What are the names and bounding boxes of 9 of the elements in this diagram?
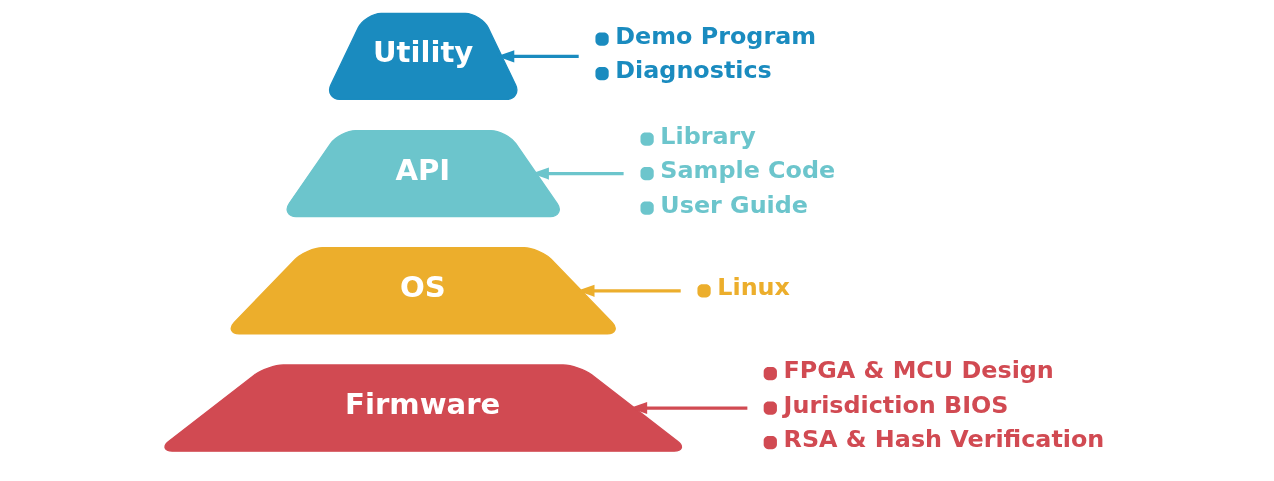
- node-label: Demo Program: [614, 21, 816, 50]
- node-label: Diagnostics: [614, 56, 772, 85]
- node-label: RSA & Hash Verification: [783, 425, 1104, 454]
- node-label: Sample Code: [659, 156, 835, 185]
- node-label: FPGA & MCU Design: [783, 356, 1054, 385]
- node-label: Linux: [716, 273, 790, 302]
- node-label: Jurisdiction BIOS: [783, 390, 1008, 419]
- node-label: Library: [659, 121, 756, 150]
- node-label: User Guide: [659, 190, 808, 219]
